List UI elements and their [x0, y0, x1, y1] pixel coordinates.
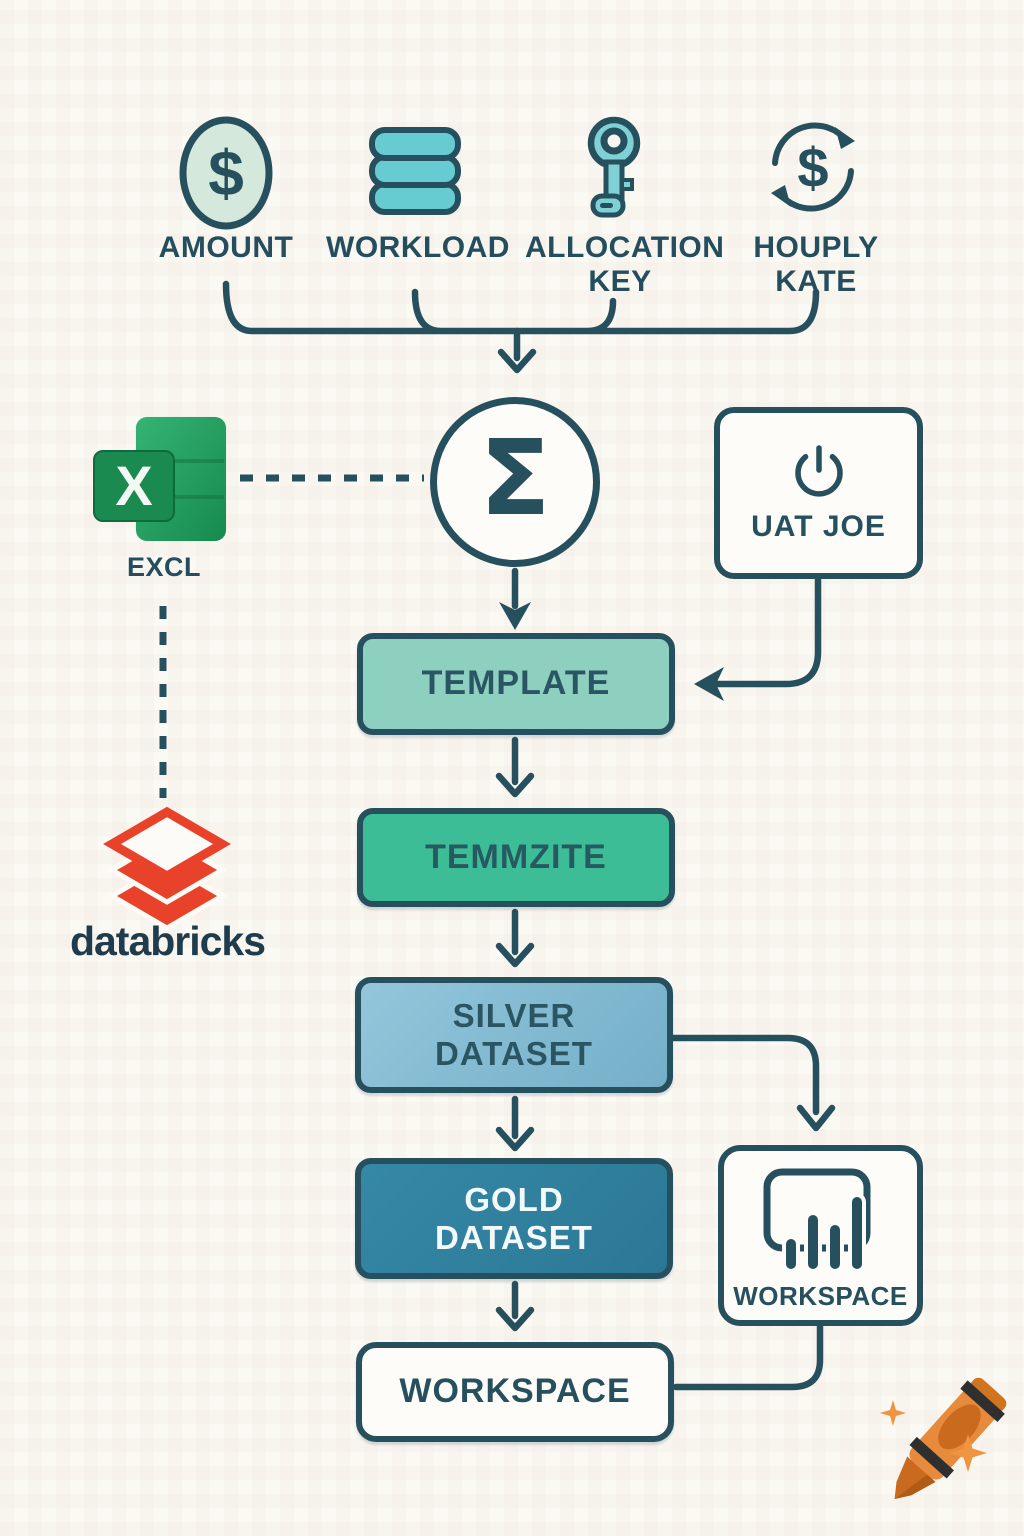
crayon-icon	[880, 1377, 1007, 1499]
input-label-allocation-key: ALLOCATION KEY	[525, 231, 725, 298]
input-label-amount: AMOUNT	[158, 231, 294, 264]
node-silver-dataset: SILVER DATASET	[355, 977, 673, 1093]
node-temmzite: TEMMZITE	[357, 808, 675, 907]
connector-gold-workspace	[495, 1280, 535, 1332]
report-workspace-node: WORKSPACE	[718, 1145, 923, 1326]
node-template: TEMPLATE	[357, 633, 675, 735]
databricks-logo	[103, 806, 231, 931]
connector-uat-template	[712, 576, 822, 688]
node-gold-dataset: GOLD DATASET	[355, 1158, 673, 1279]
node-workspace: WORKSPACE	[356, 1342, 674, 1442]
databricks-wordmark: databricks	[69, 918, 266, 964]
connector-silver-report	[669, 1034, 836, 1132]
uat-joe-node: UAT JOE	[714, 407, 923, 579]
sync-dollar-icon: $	[771, 122, 855, 212]
svg-text:$: $	[208, 137, 244, 209]
sigma-icon: Σ	[479, 417, 551, 539]
input-label-hourly-rate: HOUPLY KATE	[753, 231, 879, 298]
excel-label: EXCL	[126, 552, 201, 582]
sparkle-large	[949, 1434, 987, 1472]
connector-temmzite-silver	[495, 908, 535, 968]
power-icon	[794, 445, 843, 497]
dollar-coin-icon: $	[179, 116, 273, 230]
power-bi-icon	[763, 1168, 871, 1273]
connector-report-workspace	[672, 1323, 824, 1391]
key-icon	[587, 116, 641, 218]
connector-bus-arrow	[497, 327, 537, 374]
connector-template-temmzite	[495, 736, 535, 798]
sigma-aggregator-node: Σ	[430, 397, 600, 567]
svg-text:X: X	[115, 454, 152, 517]
sparkle-small	[880, 1400, 906, 1426]
input-label-workload: WORKLOAD	[326, 231, 510, 264]
report-workspace-label: WORKSPACE	[733, 1281, 908, 1311]
excel-icon: X	[93, 416, 227, 542]
connector-silver-gold	[495, 1095, 535, 1152]
svg-text:$: $	[797, 136, 828, 199]
uat-joe-label: UAT JOE	[751, 510, 886, 543]
database-stack-icon	[369, 127, 461, 215]
